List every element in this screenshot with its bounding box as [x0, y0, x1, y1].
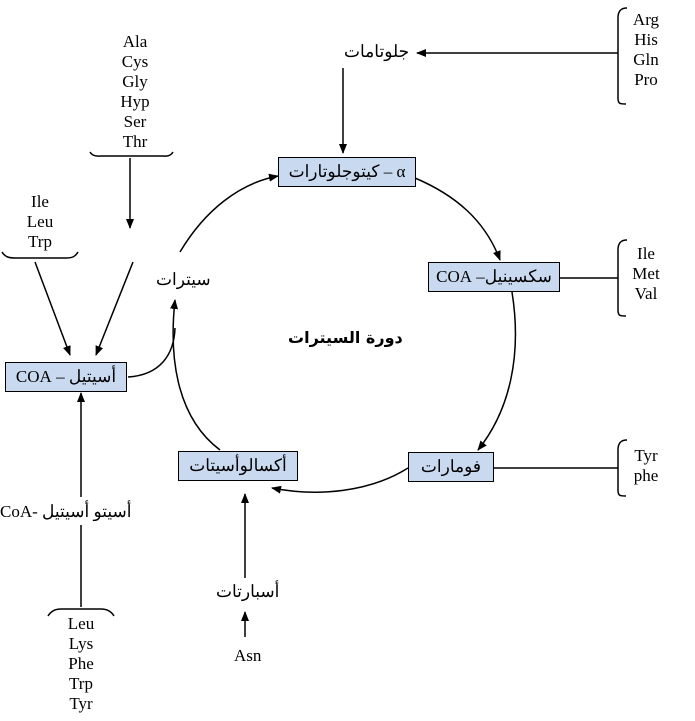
amino-acid: Ile [637, 244, 655, 263]
amino-acid: Gln [633, 50, 659, 69]
amino-acid: Lys [68, 634, 94, 653]
amino-acid: Trp [28, 232, 52, 251]
amino-acid: Ile [31, 192, 49, 211]
bracket-tyr-phe [617, 439, 628, 497]
amino-acid: His [634, 30, 658, 49]
ketoglutarate-group-list: Arg His Gln Pro [624, 10, 668, 90]
amino-acid: Phe [68, 654, 94, 673]
amino-acid: Gly [122, 72, 148, 91]
asn-label: Asn [234, 646, 262, 665]
amino-acid: Thr [122, 132, 148, 151]
acetyl-group-list: Ile Leu Trp [15, 192, 65, 252]
amino-acid: Trp [69, 674, 93, 693]
amino-acid: Hyp [120, 92, 150, 111]
arc-ketoglutarate-to-succinyl [414, 177, 501, 261]
fumarate-group-list: Tyr phe [624, 446, 668, 486]
arc-acetylcoa-to-citrate [127, 327, 176, 378]
succinyl-group-list: Ile Met Val [624, 244, 668, 304]
arc-succinyl-to-fumarate [477, 291, 517, 451]
bracket-arg-group [617, 7, 628, 105]
arc-oxaloacetate-to-citrate [170, 299, 221, 451]
fumarate-box: فومارات [408, 452, 494, 482]
amino-acid: Tyr [69, 694, 93, 713]
amino-acid: phe [633, 466, 659, 485]
amino-acid: Val [634, 284, 658, 303]
amino-acid: Met [632, 264, 660, 283]
amino-acid: Leu [67, 614, 95, 633]
amino-acid: Ala [122, 32, 148, 51]
bracket-ala-group [89, 151, 174, 157]
arc-fumarate-to-oxaloacetate [271, 467, 409, 494]
bracket-ile-met-val [617, 239, 628, 317]
amino-acid: Cys [121, 52, 149, 71]
cycle-title: دورة السيترات [288, 328, 403, 347]
amino-acid: Ser [123, 112, 147, 131]
aspartate-label: أسبارتات [216, 582, 280, 601]
amino-acid: Tyr [634, 446, 658, 465]
amino-acid: Arg [632, 10, 660, 29]
alpha-ketoglutarate-box: α – كيتوجلوتارات [278, 157, 416, 187]
amino-acid: Leu [26, 212, 54, 231]
bracket-leu-group [47, 608, 115, 617]
line-ala-to-acetyl [95, 261, 134, 356]
acetyl-coa-box: أسيتيل – COA [5, 362, 127, 392]
succinyl-coa-box: سكسينيل– COA [428, 262, 560, 292]
acetoacetyl-group-list: Leu Lys Phe Trp Tyr [56, 614, 106, 714]
oxaloacetate-box: أكسالوأسيتات [178, 451, 298, 481]
glutamate-label: جلوتامات [344, 42, 410, 61]
pyruvate-group-list: Ala Cys Gly Hyp Ser Thr [105, 32, 165, 152]
acetoacetyl-coa-label: أسيتو أسيتيل -CoA [0, 502, 132, 521]
bracket-ile-leu-trp [1, 251, 79, 259]
arc-citrate-to-ketoglutarate [179, 173, 279, 253]
line-ile-to-acetyl [34, 261, 71, 356]
amino-acid: Pro [634, 70, 658, 89]
citrate-label: سيترات [156, 270, 211, 289]
